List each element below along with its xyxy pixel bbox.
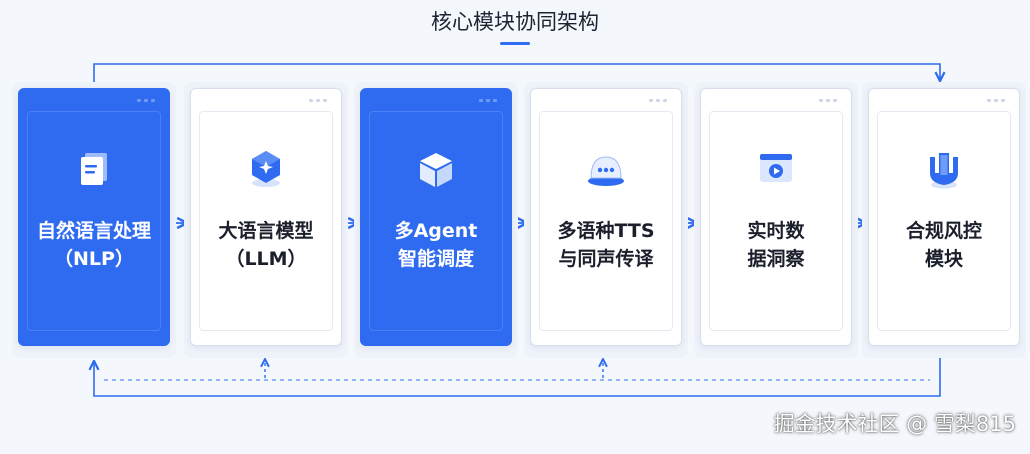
module-label-line2: 据洞察 bbox=[747, 248, 805, 270]
module-label-line1: 大语言模型 bbox=[218, 220, 314, 242]
document-icon bbox=[81, 153, 107, 185]
module-card-llm: 大语言模型 （LLM） bbox=[184, 82, 348, 358]
speech-dome-icon bbox=[588, 156, 624, 186]
top-flow-line bbox=[93, 63, 940, 86]
module-label-line2: 与同声传译 bbox=[558, 248, 654, 270]
module-card-tts: 多语种TTS 与同声传译 bbox=[524, 82, 688, 358]
module-label-line2: （NLP） bbox=[54, 248, 134, 270]
module-label-line1: 实时数 bbox=[747, 220, 805, 242]
module-label-line2: 模块 bbox=[924, 248, 963, 270]
video-window-icon bbox=[760, 154, 792, 182]
module-card-agent: 多Agent 智能调度 bbox=[354, 82, 518, 358]
module-label-line1: 多Agent bbox=[394, 220, 478, 242]
shield-bars-icon bbox=[930, 153, 958, 189]
module-card-nlp: 自然语言处理 （NLP） bbox=[12, 82, 176, 358]
module-label-line2: 智能调度 bbox=[397, 248, 474, 270]
diagram-title: 核心模块协同架构 bbox=[431, 10, 599, 34]
box-icon bbox=[420, 153, 452, 187]
hexagon-star-icon bbox=[252, 151, 280, 187]
module-label-line1: 合规风控 bbox=[905, 220, 982, 242]
watermark: 掘金技术社区 @ 雪梨815 bbox=[773, 412, 1016, 436]
module-card-compliance: 合规风控 模块 bbox=[862, 82, 1026, 358]
module-label-line2: （LLM） bbox=[225, 248, 307, 270]
module-label-line1: 自然语言处理 bbox=[36, 220, 151, 242]
module-card-insight: 实时数 据洞察 bbox=[694, 82, 858, 358]
module-label-line1: 多语种TTS bbox=[557, 220, 655, 242]
bottom-feedback-line bbox=[94, 358, 941, 397]
title-underline bbox=[500, 42, 530, 45]
